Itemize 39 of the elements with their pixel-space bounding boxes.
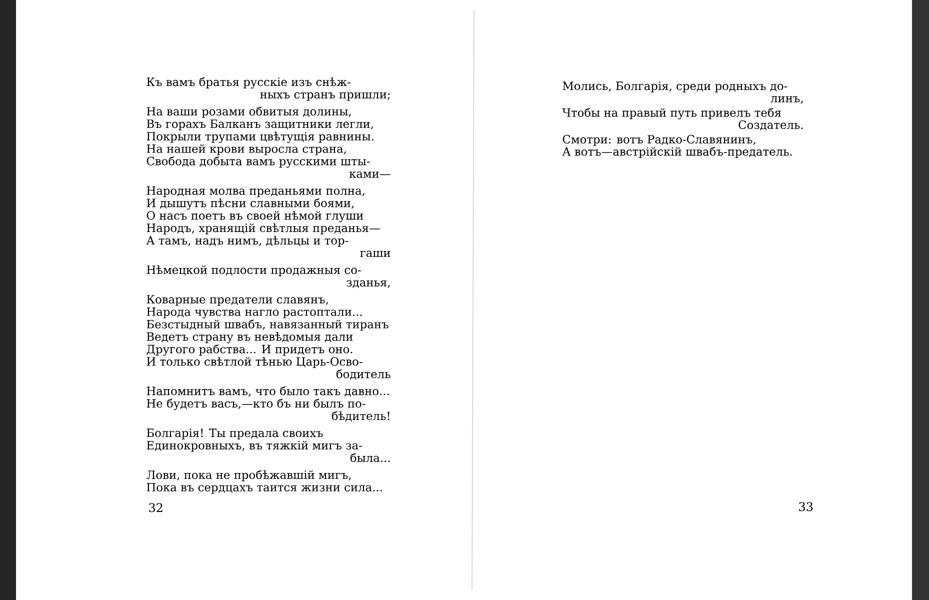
poem-line: Пока въ сердцахъ таится жизни сила... bbox=[146, 482, 382, 494]
poem-line: На ваши розами обвитыя долины, bbox=[146, 106, 351, 118]
poem-line: Народная молва преданьями полна, bbox=[146, 186, 364, 198]
poem-line: Смотри: вотъ Радко-Славянинъ, bbox=[562, 134, 756, 146]
poem-line: Безстыдный швабъ, навязанный тиранъ bbox=[146, 319, 388, 331]
poem-line: Къ вамъ братья русскіе изъ снѣж- bbox=[146, 77, 350, 89]
poem-line: Молись, Болгарія, среди родныхъ до- bbox=[562, 82, 788, 92]
poem-line: ками— bbox=[349, 172, 390, 178]
poem-line: гаши bbox=[360, 250, 390, 258]
poem-line: Другого рабства... И придетъ оно. bbox=[146, 344, 352, 356]
poem-line: Чтобы на правый путь привелъ тебя bbox=[562, 108, 781, 120]
poem-line: О насъ поетъ въ своей нѣмой глуши bbox=[146, 210, 364, 222]
poem-line: Напомнитъ вамъ, что было такъ давно... bbox=[146, 386, 389, 397]
poem-line: На нашей крови выросла страна, bbox=[146, 144, 346, 156]
poem-line: Единокровныхъ, въ тяжкій мигъ за- bbox=[146, 440, 362, 452]
page-number: 33 bbox=[799, 502, 813, 512]
poem-line: Лови, пока не пробѣжавшій мигъ, bbox=[146, 470, 351, 482]
poem-line: А вотъ—австрійскій швабъ-предатель. bbox=[562, 146, 792, 158]
poem-line: Не будетъ васъ,—кто бъ ни былъ по- bbox=[146, 398, 366, 410]
poem-line: была... bbox=[350, 453, 390, 462]
poem-line: Коварные предатели славянъ, bbox=[146, 295, 328, 306]
page-number: 32 bbox=[149, 503, 162, 512]
poem-line: Народа чувства нагло растоптали... bbox=[146, 307, 362, 318]
poem-line: Нѣмецкой подлости продажныя со- bbox=[146, 265, 361, 276]
poem-line: Въ горахъ Балканъ защитники легли, bbox=[146, 120, 373, 130]
poem-line: И только свѣтлой тѣнью Царь-Осво- bbox=[146, 356, 362, 368]
poem-line: линъ, bbox=[770, 96, 803, 104]
poem-line: Свобода добыта вамъ русскими шты- bbox=[146, 156, 370, 168]
poem-line: Ведетъ страну въ невѣдомыя дали bbox=[146, 332, 353, 344]
poem-line: бодитель bbox=[336, 369, 390, 380]
poem-line: Покрыли трупами цвѣтущія равнины. bbox=[146, 132, 374, 143]
poem-line: Создатель. bbox=[738, 120, 803, 130]
poem-line: ныхъ странъ пришли; bbox=[260, 92, 390, 101]
poem-line: И дышутъ пѣсни славными боями, bbox=[146, 198, 354, 210]
poem-line: бѣдитель! bbox=[332, 411, 390, 422]
poem-line: Народъ, хранящій свѣтлыя преданья— bbox=[146, 223, 380, 234]
poem-line: зданья, bbox=[346, 280, 390, 288]
poem-line: А тамъ, надъ нимъ, дѣльцы и тор- bbox=[146, 236, 348, 247]
poem-line: Болгарія! Ты предала своихъ bbox=[146, 428, 323, 440]
